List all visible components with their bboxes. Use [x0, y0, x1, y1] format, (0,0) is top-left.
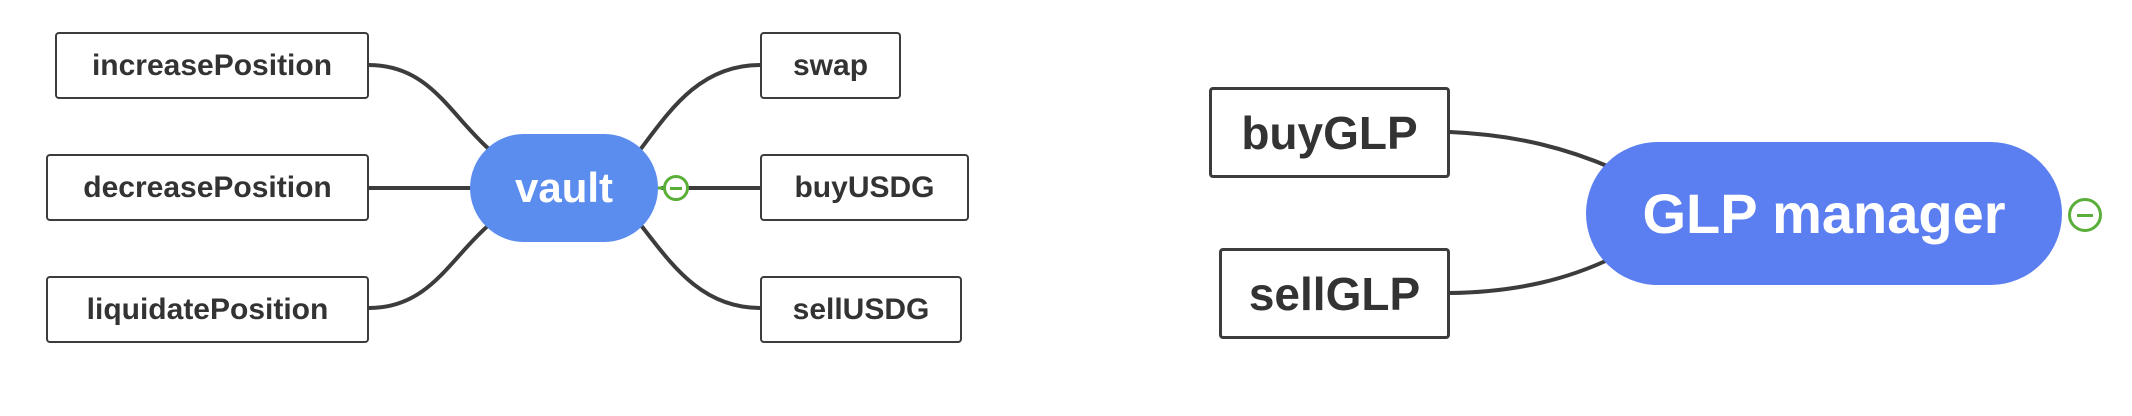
link-vault-sellusdg	[638, 222, 762, 310]
topic-liquidateposition[interactable]: liquidatePosition	[46, 276, 369, 343]
link-vault-increaseposition	[367, 63, 492, 152]
central-topic-vault[interactable]: vault	[470, 134, 658, 242]
topic-decreaseposition[interactable]: decreasePosition	[46, 154, 369, 221]
topic-buyglp[interactable]: buyGLP	[1209, 87, 1450, 178]
topic-increaseposition[interactable]: increasePosition	[55, 32, 369, 99]
topic-sellglp[interactable]: sellGLP	[1219, 248, 1450, 339]
central-topic-glp-manager[interactable]: GLP manager	[1586, 142, 2062, 285]
topic-sellusdg[interactable]: sellUSDG	[760, 276, 962, 343]
glp-collapse-icon[interactable]	[2068, 198, 2102, 232]
vault-collapse-icon[interactable]	[663, 175, 689, 201]
topic-buyusdg[interactable]: buyUSDG	[760, 154, 969, 221]
link-vault-liquidateposition	[367, 222, 492, 310]
link-vault-swap	[638, 63, 762, 152]
link-glp-sellglp	[1448, 256, 1614, 295]
topic-swap[interactable]: swap	[760, 32, 901, 99]
link-glp-buyglp	[1448, 130, 1614, 170]
